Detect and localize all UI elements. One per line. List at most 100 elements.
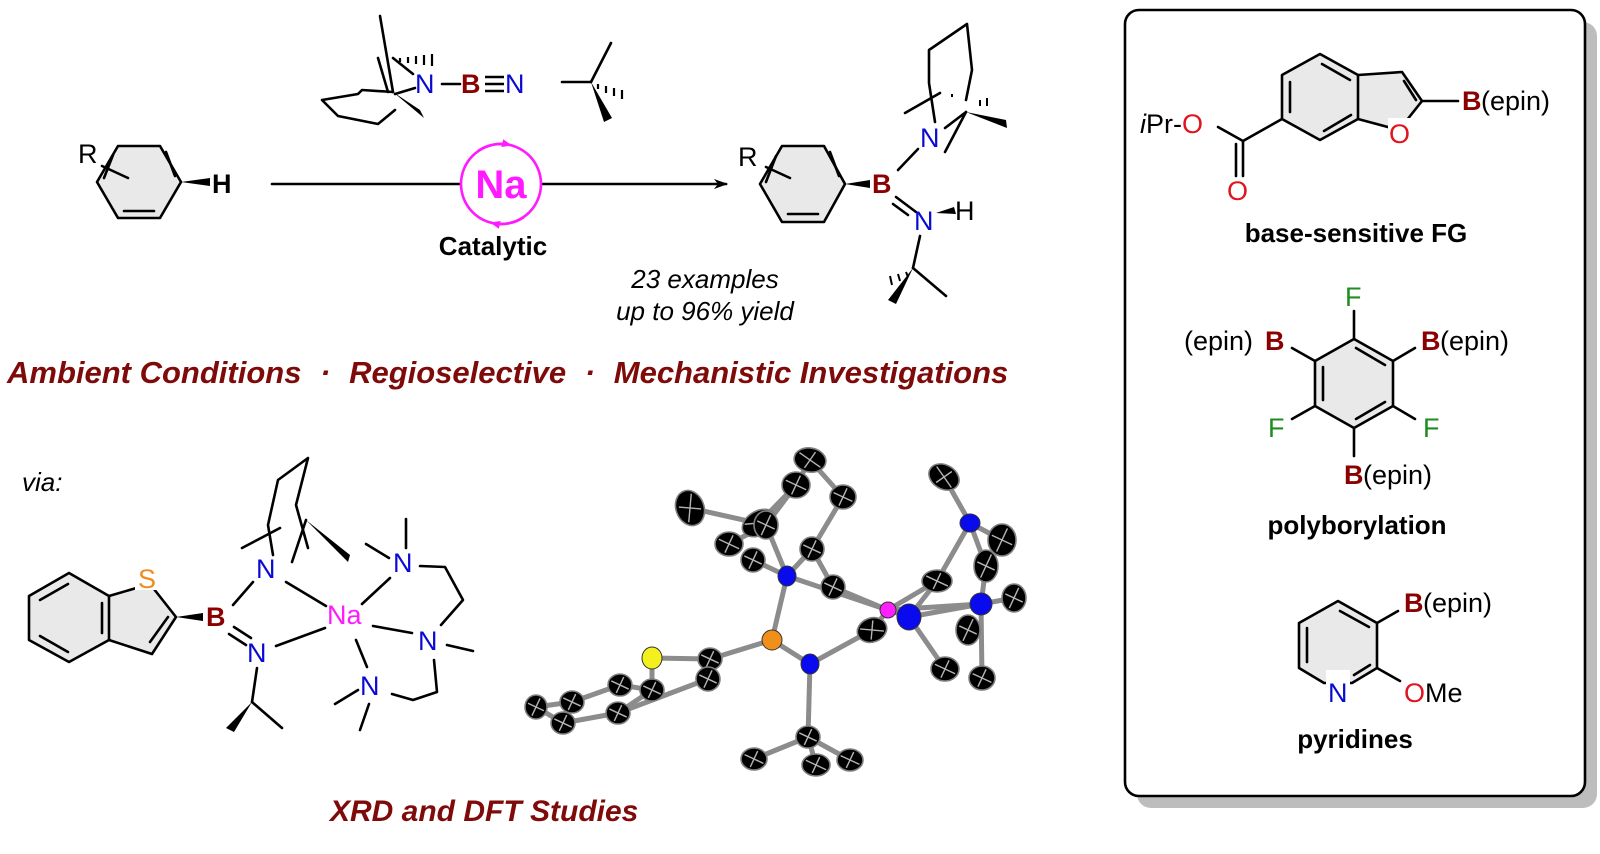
- c-f-bond: [1290, 404, 1317, 421]
- epin-right: (epin): [1440, 326, 1509, 356]
- na-n-bond: [360, 576, 392, 606]
- n-c-bond: [911, 234, 922, 270]
- n-methyl: [333, 688, 360, 706]
- headline-features: Ambient Conditions · Regioselective · Me…: [6, 355, 1008, 390]
- reagent-n-amine: N: [415, 69, 435, 99]
- pmdeta-n2: N: [418, 626, 438, 656]
- ring-double-bond: [38, 634, 70, 654]
- c-b-bond: [1375, 609, 1400, 625]
- intermediate-sodium: Na: [327, 600, 362, 630]
- b-n-double-bond: [227, 632, 248, 647]
- ortep-atom-nitrogen: [777, 565, 797, 587]
- ester-label: iPr-O: [1140, 109, 1203, 139]
- b-n-bond: [231, 580, 255, 607]
- product-n-imine: N: [914, 206, 934, 236]
- tbu-hash: [596, 84, 624, 99]
- fluorine-right: F: [1423, 413, 1440, 443]
- ortep-principal-axes: [611, 676, 629, 694]
- ortep-principal-axes: [935, 466, 953, 488]
- product-substituent-r: R: [738, 142, 758, 172]
- epin-bottom: (epin): [1363, 460, 1432, 490]
- headline-ambient: Ambient Conditions: [6, 355, 301, 390]
- tbu-wedge: [888, 268, 913, 304]
- ortep-principal-axes: [643, 681, 661, 699]
- benzofuran-boron: B: [1462, 86, 1482, 116]
- example-label-polyborylation: polyborylation: [1267, 510, 1446, 540]
- ortep-principal-axes: [799, 451, 821, 469]
- wedge-bond: [306, 520, 350, 562]
- ring-double-bond: [164, 150, 177, 178]
- ring-double-bond: [1352, 663, 1372, 677]
- methyl-bond: [378, 14, 395, 94]
- ring-bond: [943, 110, 968, 130]
- b-n-double-bond: [891, 202, 910, 217]
- ortep-principal-axes: [840, 751, 860, 769]
- ring-double-bond: [1338, 609, 1371, 629]
- pyridine-boron: B: [1404, 588, 1424, 618]
- headline-regioselective: Regioselective: [349, 355, 566, 390]
- ortep-principal-axes: [833, 488, 853, 506]
- n-methyl: [445, 643, 475, 653]
- boron-bottom: B: [1344, 460, 1364, 490]
- ortep-principal-axes: [699, 670, 717, 688]
- sulfur-bg: [135, 566, 159, 590]
- intermediate-n-imine: N: [247, 638, 267, 668]
- c-o-bond: [1375, 666, 1402, 683]
- tbu-wedge: [226, 702, 252, 732]
- ortep-principal-axes: [1005, 587, 1023, 609]
- sodium-catalytic-cycle-icon: Na: [459, 139, 543, 229]
- ortep-principal-axes: [977, 554, 995, 578]
- ring-double-bond: [148, 615, 170, 644]
- ortep-principal-axes: [757, 514, 775, 536]
- ortep-atom-nitrogen: [969, 592, 993, 616]
- ortep-atom-nitrogen: [959, 513, 981, 533]
- sulfur-atom: S: [138, 564, 156, 594]
- via-label: via:: [22, 467, 62, 497]
- ring-bond: [943, 110, 968, 154]
- scope-count: 23 examples: [630, 264, 778, 294]
- intermediate-boron: B: [206, 602, 226, 632]
- benzene-ring: [95, 144, 183, 220]
- ortep-principal-axes: [718, 535, 740, 553]
- ring-double-bond: [1354, 346, 1387, 367]
- wedge-bond: [181, 178, 210, 186]
- ring-double-bond: [1320, 62, 1352, 82]
- ring-double-bond: [102, 153, 115, 180]
- reactant-arene: R H: [78, 139, 232, 220]
- boron-right: B: [1421, 326, 1441, 356]
- product-boron: B: [872, 169, 892, 199]
- intermediate-n-amine: N: [256, 554, 276, 584]
- ortep-principal-axes: [799, 728, 817, 746]
- b-n-double-bond: [232, 625, 253, 640]
- pmdeta-ethylene: [390, 658, 439, 702]
- methyl-bond: [240, 526, 282, 550]
- product-n-amine: N: [920, 123, 940, 153]
- ring-double-bond: [1354, 400, 1387, 421]
- wedge-bond: [845, 180, 870, 188]
- hash-bond: [951, 94, 988, 106]
- na-n-bond: [354, 638, 369, 669]
- c-c-bond: [1241, 117, 1284, 143]
- pyridine-epin: (epin): [1423, 588, 1492, 618]
- ortep-atom-nitrogen: [800, 653, 820, 675]
- ortep-principal-axes: [925, 572, 949, 590]
- ring-double-bond: [1402, 79, 1418, 102]
- c-o-bond: [1216, 125, 1245, 143]
- substituent-bond: [764, 165, 792, 180]
- ring-bond: [290, 518, 308, 564]
- ring-double-bond: [38, 582, 70, 602]
- ortep-principal-axes: [805, 756, 827, 774]
- pmdeta-ethylene: [418, 564, 465, 627]
- ortep-principal-axes: [554, 714, 572, 732]
- product-hydrogen: H: [955, 196, 975, 226]
- ortep-principal-axes: [991, 528, 1013, 552]
- pmdeta-n1: N: [393, 548, 413, 578]
- tbu-wedge: [591, 82, 612, 122]
- ortep-principal-axes: [859, 620, 885, 640]
- hash-bond: [398, 54, 434, 66]
- wedge-bond: [966, 112, 1007, 128]
- benzofuran-epin: (epin): [1481, 86, 1550, 116]
- reagent-boron: B: [461, 69, 481, 99]
- tbu-hash: [889, 271, 909, 286]
